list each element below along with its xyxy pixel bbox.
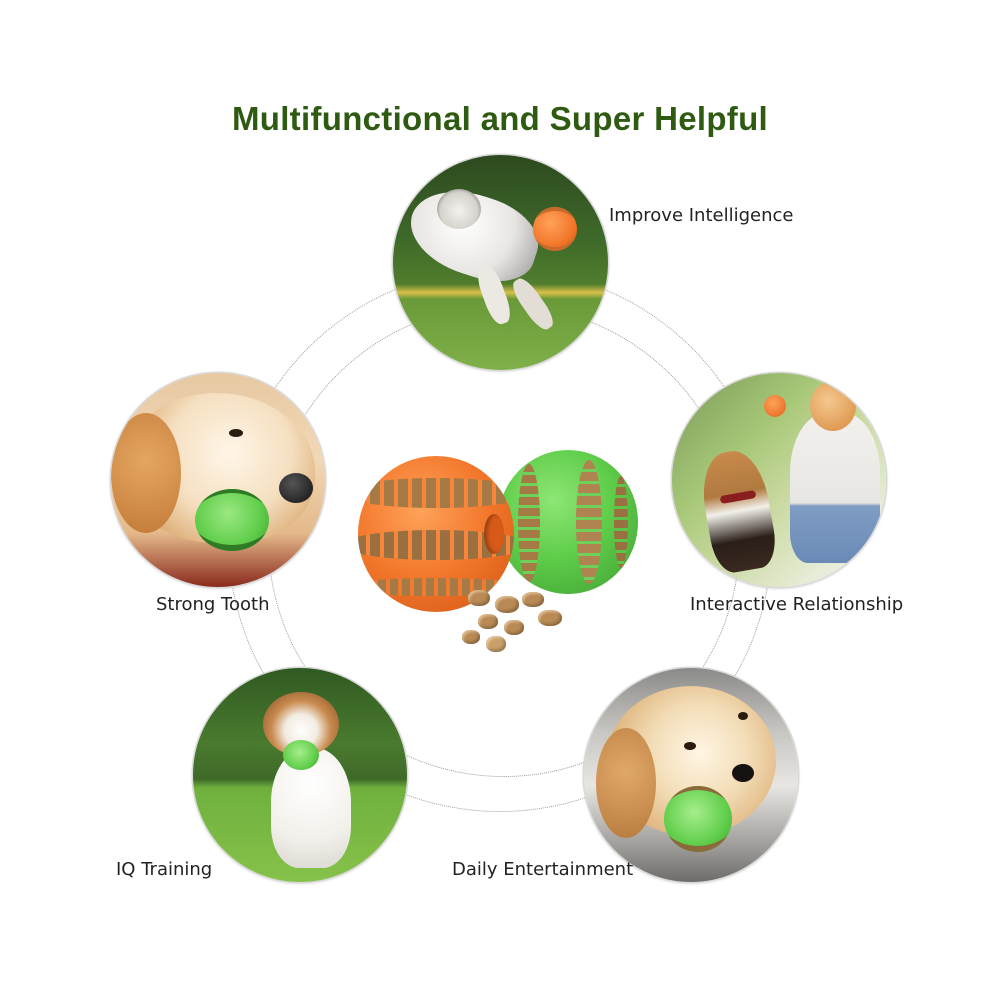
feature-label-iq-training: IQ Training <box>116 859 213 880</box>
feature-image-interactive-relationship <box>672 373 886 587</box>
center-product <box>350 440 650 660</box>
woman-figure <box>790 413 880 563</box>
feature-label-improve-intelligence: Improve Intelligence <box>609 205 794 226</box>
feature-label-strong-tooth: Strong Tooth <box>156 594 270 615</box>
feature-label-interactive-relationship: Interactive Relationship <box>690 594 904 615</box>
orange-ball-held <box>764 395 786 417</box>
orange-ball-small <box>533 207 577 251</box>
orange-ball <box>358 456 514 612</box>
kibble <box>468 590 490 606</box>
beagle-figure <box>696 446 780 576</box>
feature-image-daily-entertainment <box>584 668 798 882</box>
feature-label-daily-entertainment: Daily Entertainment <box>452 859 634 880</box>
feature-image-iq-training <box>193 668 407 882</box>
feature-image-improve-intelligence <box>393 155 608 370</box>
green-ball-in-mouth <box>283 740 319 770</box>
feature-image-strong-tooth <box>111 373 325 587</box>
terrier-figure <box>271 748 351 868</box>
green-ball <box>498 450 638 594</box>
page-title: Multifunctional and Super Helpful <box>231 100 769 137</box>
green-ball-in-mouth <box>195 489 269 551</box>
green-ball-chewed <box>664 786 732 852</box>
